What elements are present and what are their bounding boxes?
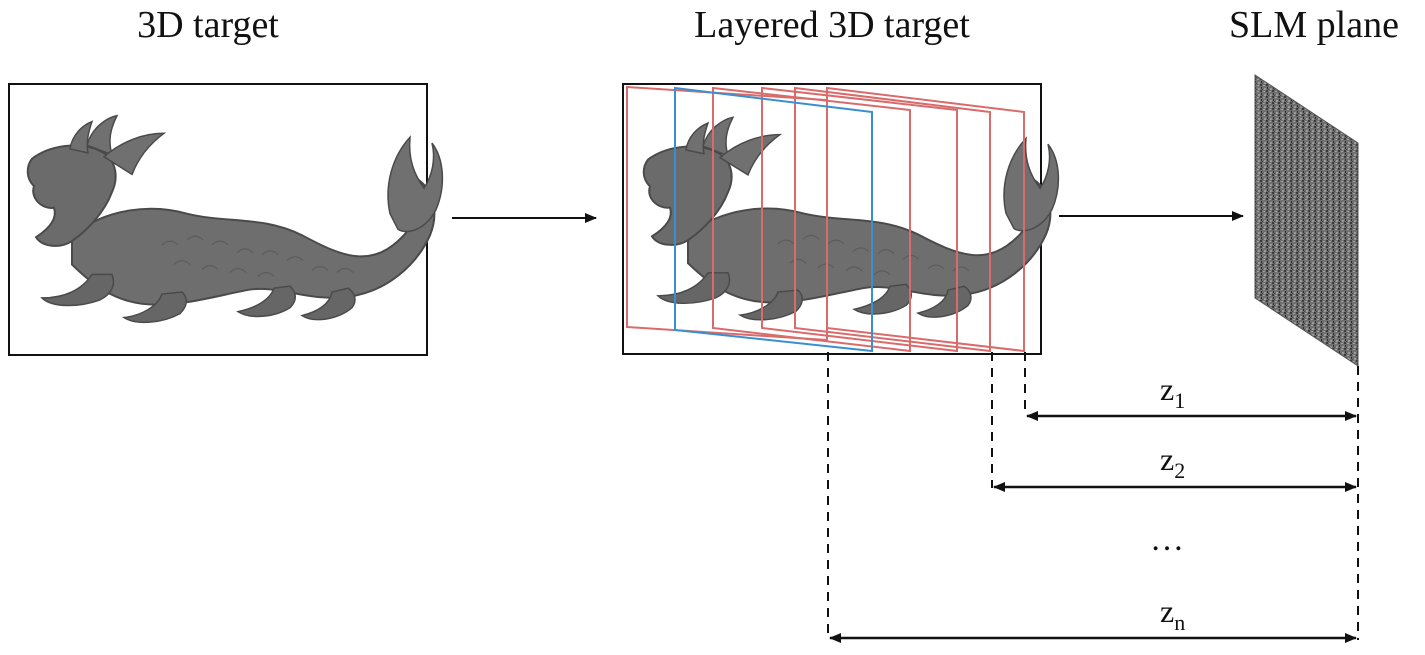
label-z1: z1 <box>1160 371 1185 413</box>
3d-target-panel <box>8 83 444 356</box>
label-z2-base: z <box>1160 441 1174 477</box>
ellipsis: … <box>1150 521 1186 558</box>
depth-layer <box>826 86 1025 353</box>
depth-layer-highlight <box>674 86 873 353</box>
label-zn-sub: n <box>1174 610 1185 635</box>
slm-noise-panel-icon <box>1254 74 1359 367</box>
label-z1-base: z <box>1160 371 1174 407</box>
depth-layer <box>626 85 828 342</box>
depth-layer <box>761 86 958 353</box>
label-zn: zn <box>1160 593 1185 635</box>
layered-3d-target-panel <box>622 83 1060 355</box>
label-z2-sub: 2 <box>1174 458 1185 483</box>
title-3d-target: 3D target <box>137 4 279 46</box>
label-z2: z2 <box>1160 441 1185 483</box>
label-z1-sub: 1 <box>1174 388 1185 413</box>
depth-layer <box>794 86 991 353</box>
label-zn-base: z <box>1160 593 1174 629</box>
title-layered-3d-target: Layered 3D target <box>694 4 970 46</box>
depth-layer <box>712 86 911 353</box>
title-slm-plane: SLM plane <box>1229 4 1399 46</box>
